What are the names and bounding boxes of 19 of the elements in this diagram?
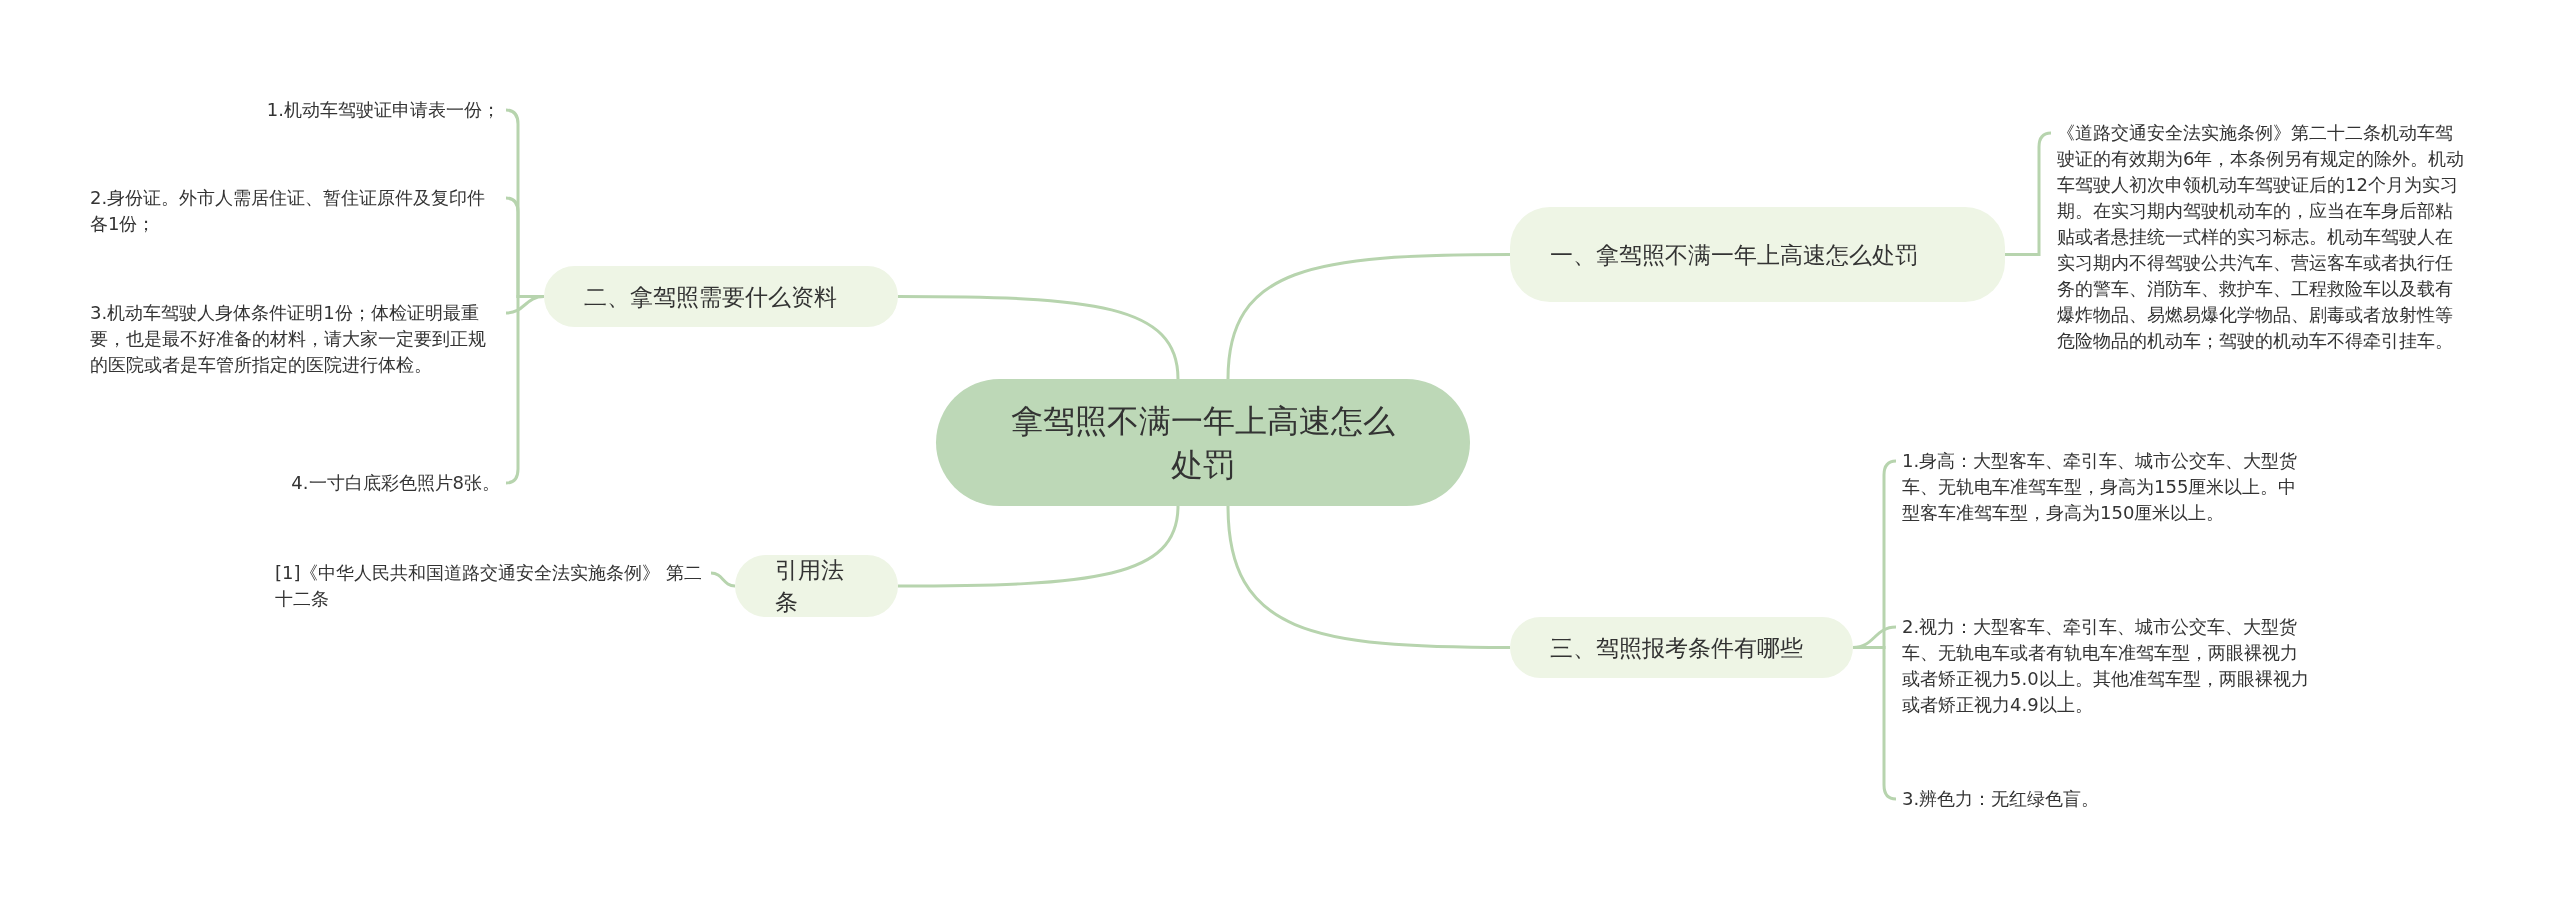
note-text: 1.机动车驾驶证申请表一份；: [266, 97, 500, 123]
topic-box: 二、拿驾照需要什么资料: [544, 266, 898, 327]
note-text: 3.辨色力：无红绿色盲。: [1902, 786, 2314, 812]
connector-line: [1226, 253, 1510, 380]
note-text: 《道路交通安全法实施条例》第二十二条机动车驾驶证的有效期为6年，本条例另有规定的除外。机动车驾驶人初次申领机动车驾驶证后的12个月为实习期。在实习期内驾驶机动车的，应当在车身后部粘贴或者悬挂统一式样的实习标志。机动车驾驶人在实习期内不得驾驶公共汽车、营运客车或者执行任务的警车、消防车、救护车、工程救险车以及载有爆炸物品、易燃易爆化学物品、剧毒或者放射性等危险物品的机动车；驾驶的机动车不得牵引挂车。: [2057, 120, 2469, 354]
connector-line: [898, 295, 1180, 380]
central-topic-box: 拿驾照不满一年上高速怎么处罚: [936, 379, 1470, 506]
note-text: 2.视力：大型客车、牵引车、城市公交车、大型货车、无轨电车或者有轨电车准驾车型，两眼裸视力或者矫正视力5.0以上。其他准驾车型，两眼裸视力或者矫正视力4.9以上。: [1902, 614, 2314, 718]
note-text: 3.机动车驾驶人身体条件证明1份；体检证明最重要，也是最不好准备的材料，请大家一定要到正规的医院或者是车管所指定的医院进行体检。: [90, 300, 500, 378]
topic-box: 引用法条: [735, 555, 898, 617]
note-text: 4.一寸白底彩色照片8张。: [291, 470, 500, 496]
note-text: [1]《中华人民共和国道路交通安全法实施条例》 第二十二条: [275, 560, 705, 612]
topic-box: 一、拿驾照不满一年上高速怎么处罚: [1510, 207, 2005, 302]
note-text: 1.身高：大型客车、牵引车、城市公交车、大型货车、无轨电车准驾车型，身高为155厘米以上。中型客车准驾车型，身高为150厘米以上。: [1902, 448, 2314, 526]
connector-line: [898, 505, 1180, 588]
connector-line: [710, 571, 736, 588]
connector-line: [1226, 505, 1510, 649]
note-text: 2.身份证。外市人需居住证、暂住证原件及复印件各1份；: [90, 185, 500, 237]
topic-box: 三、驾照报考条件有哪些: [1510, 617, 1853, 678]
